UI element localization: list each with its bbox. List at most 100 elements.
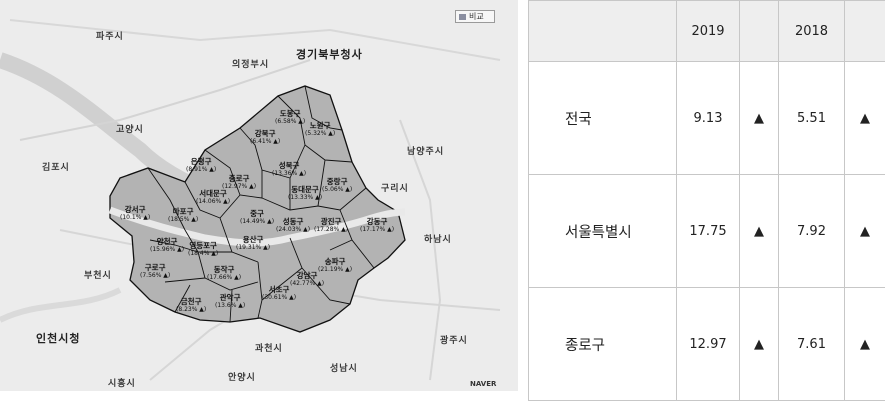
town-label: 파주시 bbox=[96, 29, 124, 42]
value-2019-cell: 9.13 bbox=[677, 62, 740, 175]
district-label[interactable]: 강동구(17.17% ▲) bbox=[360, 218, 394, 234]
district-change: (17.28% ▲) bbox=[314, 226, 348, 234]
district-name: 구로구 bbox=[140, 264, 170, 272]
district-label[interactable]: 노원구(5.32% ▲) bbox=[305, 122, 335, 138]
district-name: 은평구 bbox=[186, 158, 216, 166]
district-label[interactable]: 영등포구(18.4% ▲) bbox=[188, 242, 218, 258]
town-label: 남양주시 bbox=[407, 144, 444, 157]
town-label: 고양시 bbox=[116, 122, 144, 135]
region-cell: 전국 bbox=[529, 62, 677, 175]
town-label: 성남시 bbox=[330, 361, 358, 374]
district-name: 중랑구 bbox=[322, 178, 352, 186]
district-name: 용산구 bbox=[236, 236, 270, 244]
district-name: 영등포구 bbox=[188, 242, 218, 250]
header-cell bbox=[740, 1, 779, 62]
district-change: (6.41% ▲) bbox=[250, 138, 280, 146]
compare-button[interactable]: 비교 bbox=[455, 10, 495, 23]
district-change: (15.96% ▲) bbox=[150, 246, 184, 254]
district-name: 강남구 bbox=[290, 272, 324, 280]
district-name: 양천구 bbox=[150, 238, 184, 246]
district-label[interactable]: 광진구(17.28% ▲) bbox=[314, 218, 348, 234]
district-label[interactable]: 양천구(15.96% ▲) bbox=[150, 238, 184, 254]
up-arrow-icon: ▲ bbox=[740, 288, 779, 401]
header-cell: 2019 bbox=[677, 1, 740, 62]
district-label[interactable]: 동작구(17.66% ▲) bbox=[207, 266, 241, 282]
compare-button-label: 비교 bbox=[469, 11, 484, 22]
district-label[interactable]: 종로구(12.97% ▲) bbox=[222, 175, 256, 191]
district-label[interactable]: 중랑구(5.06% ▲) bbox=[322, 178, 352, 194]
region-cell: 종로구 bbox=[529, 288, 677, 401]
up-arrow-icon: ▲ bbox=[740, 62, 779, 175]
district-change: (18.4% ▲) bbox=[188, 250, 218, 258]
district-name: 도봉구 bbox=[275, 110, 305, 118]
district-label[interactable]: 성동구(24.03% ▲) bbox=[276, 218, 310, 234]
district-name: 노원구 bbox=[305, 122, 335, 130]
seoul-district-map[interactable]: 파주시 경기북부청사 의정부시 고양시 김포시 구리시 남양주시 하남시 부천시… bbox=[0, 0, 518, 391]
up-arrow-icon: ▲ bbox=[845, 288, 885, 401]
map-compare-icon bbox=[459, 14, 466, 20]
up-arrow-icon: ▲ bbox=[845, 62, 885, 175]
district-change: (8.23% ▲) bbox=[176, 306, 206, 314]
district-change: (24.03% ▲) bbox=[276, 226, 310, 234]
district-name: 성북구 bbox=[272, 162, 306, 170]
value-2018-cell: 7.61 bbox=[779, 288, 845, 401]
table-header-row: 2019 2018 bbox=[529, 1, 885, 62]
district-label[interactable]: 용산구(19.31% ▲) bbox=[236, 236, 270, 252]
table-row: 서울특별시 17.75 ▲ 7.92 ▲ bbox=[529, 175, 885, 288]
town-label: 안양시 bbox=[228, 370, 256, 383]
town-label: 인천시청 bbox=[36, 330, 80, 346]
district-label[interactable]: 도봉구(6.58% ▲) bbox=[275, 110, 305, 126]
district-label[interactable]: 서대문구(14.06% ▲) bbox=[196, 190, 230, 206]
district-name: 강서구 bbox=[120, 206, 150, 214]
district-label[interactable]: 중구(14.49% ▲) bbox=[240, 210, 274, 226]
value-2018-cell: 7.92 bbox=[779, 175, 845, 288]
up-arrow-icon: ▲ bbox=[740, 175, 779, 288]
header-cell bbox=[845, 1, 885, 62]
district-label[interactable]: 서초구(30.61% ▲) bbox=[262, 286, 296, 302]
district-label[interactable]: 은평구(8.91% ▲) bbox=[186, 158, 216, 174]
district-name: 송파구 bbox=[318, 258, 352, 266]
district-name: 서초구 bbox=[262, 286, 296, 294]
district-label[interactable]: 성북구(13.36% ▲) bbox=[272, 162, 306, 178]
district-label[interactable]: 동대문구(13.33% ▲) bbox=[288, 186, 322, 202]
naver-watermark: NAVER bbox=[470, 380, 496, 388]
town-label: 시흥시 bbox=[108, 376, 136, 389]
district-change: (14.06% ▲) bbox=[196, 198, 230, 206]
district-name: 강북구 bbox=[250, 130, 280, 138]
town-label: 광주시 bbox=[440, 333, 468, 346]
town-label: 경기북부청사 bbox=[296, 46, 363, 62]
district-change: (13.33% ▲) bbox=[288, 194, 322, 202]
district-name: 마포구 bbox=[168, 208, 198, 216]
district-change: (17.17% ▲) bbox=[360, 226, 394, 234]
district-change: (5.06% ▲) bbox=[322, 186, 352, 194]
value-2018-cell: 5.51 bbox=[779, 62, 845, 175]
district-name: 강동구 bbox=[360, 218, 394, 226]
district-label[interactable]: 구로구(7.56% ▲) bbox=[140, 264, 170, 280]
table-row: 전국 9.13 ▲ 5.51 ▲ bbox=[529, 62, 885, 175]
district-change: (18.5% ▲) bbox=[168, 216, 198, 224]
district-label[interactable]: 금천구(8.23% ▲) bbox=[176, 298, 206, 314]
town-label: 구리시 bbox=[381, 181, 409, 194]
region-cell: 서울특별시 bbox=[529, 175, 677, 288]
town-label: 부천시 bbox=[84, 268, 112, 281]
district-change: (7.56% ▲) bbox=[140, 272, 170, 280]
district-change: (13.36% ▲) bbox=[272, 170, 306, 178]
district-change: (14.49% ▲) bbox=[240, 218, 274, 226]
district-change: (13.6% ▲) bbox=[215, 302, 245, 310]
district-label[interactable]: 강서구(10.1% ▲) bbox=[120, 206, 150, 222]
district-label[interactable]: 마포구(18.5% ▲) bbox=[168, 208, 198, 224]
district-name: 서대문구 bbox=[196, 190, 230, 198]
town-label: 김포시 bbox=[42, 160, 70, 173]
district-name: 금천구 bbox=[176, 298, 206, 306]
table-row: 종로구 12.97 ▲ 7.61 ▲ bbox=[529, 288, 885, 401]
header-cell bbox=[529, 1, 677, 62]
district-change: (10.1% ▲) bbox=[120, 214, 150, 222]
district-change: (17.66% ▲) bbox=[207, 274, 241, 282]
header-cell: 2018 bbox=[779, 1, 845, 62]
district-label[interactable]: 강북구(6.41% ▲) bbox=[250, 130, 280, 146]
price-change-table: 2019 2018 전국 9.13 ▲ 5.51 ▲ 서울특별시 17.75 ▲… bbox=[528, 0, 885, 401]
district-change: (8.91% ▲) bbox=[186, 166, 216, 174]
district-name: 광진구 bbox=[314, 218, 348, 226]
district-label[interactable]: 관악구(13.6% ▲) bbox=[215, 294, 245, 310]
value-2019-cell: 17.75 bbox=[677, 175, 740, 288]
